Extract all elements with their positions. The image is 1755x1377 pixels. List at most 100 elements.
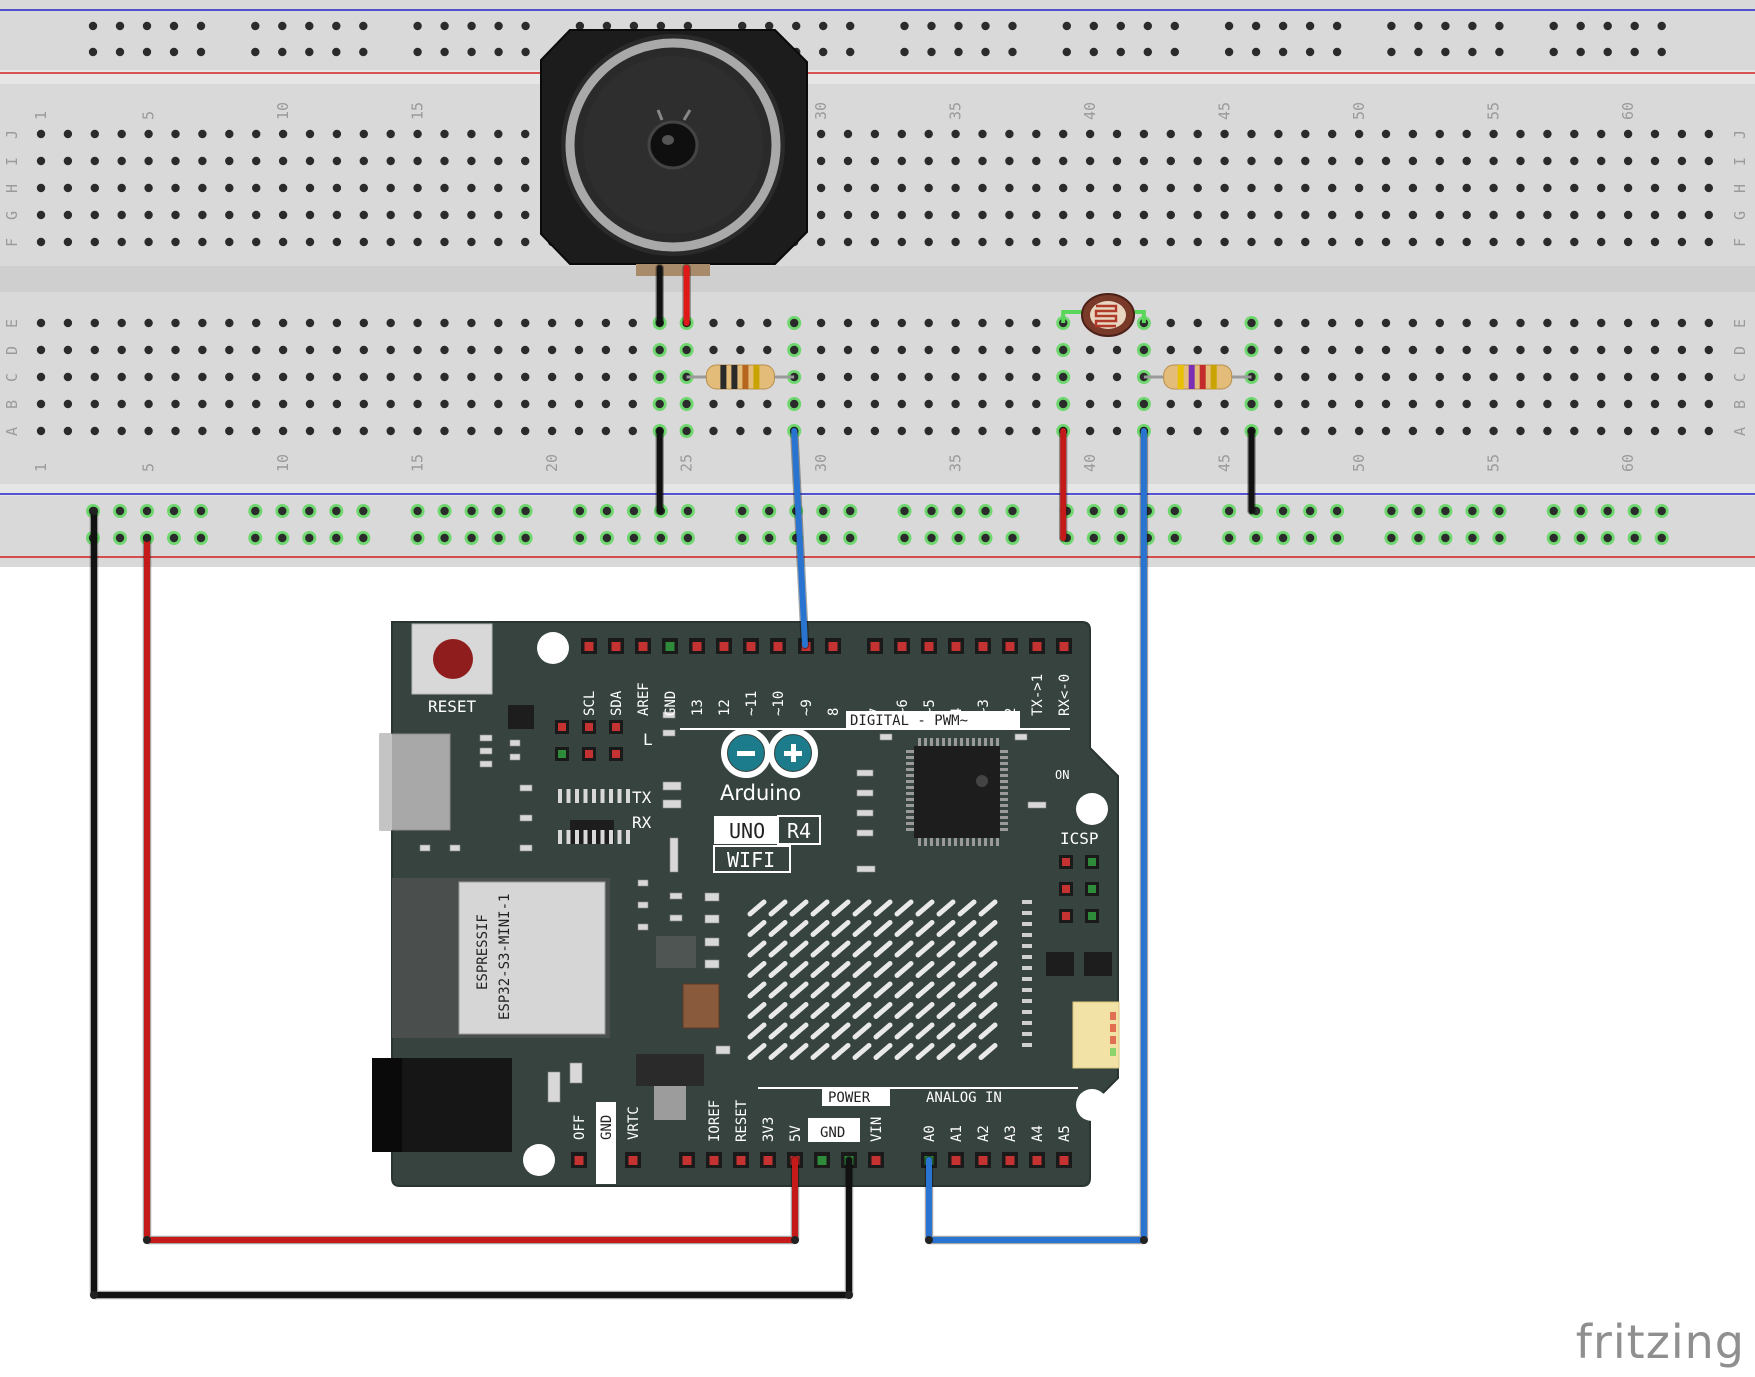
breadboard-hole[interactable] xyxy=(1193,210,1202,220)
breadboard-hole[interactable] xyxy=(1543,210,1552,220)
breadboard-hole[interactable] xyxy=(332,129,342,139)
breadboard-hole[interactable] xyxy=(332,237,342,247)
breadboard-hole[interactable] xyxy=(36,426,46,436)
rail-hole[interactable] xyxy=(169,47,179,57)
breadboard-hole[interactable] xyxy=(1623,156,1633,166)
breadboard-hole[interactable] xyxy=(278,156,288,166)
breadboard-hole[interactable] xyxy=(1489,345,1498,355)
breadboard-hole[interactable] xyxy=(494,156,503,166)
rail-hole[interactable] xyxy=(1224,21,1234,31)
rail-hole[interactable] xyxy=(927,21,936,31)
rail-hole[interactable] xyxy=(278,533,287,543)
breadboard-hole[interactable] xyxy=(1005,183,1014,193)
rail-hole[interactable] xyxy=(1495,506,1504,516)
breadboard-hole[interactable] xyxy=(63,237,73,247)
breadboard-hole[interactable] xyxy=(1381,399,1391,409)
breadboard-hole[interactable] xyxy=(897,156,906,166)
breadboard-hole[interactable] xyxy=(1032,345,1041,355)
rail-hole[interactable] xyxy=(1143,21,1153,31)
breadboard-hole[interactable] xyxy=(1489,426,1498,436)
breadboard-hole[interactable] xyxy=(1489,129,1498,139)
rail-hole[interactable] xyxy=(169,506,179,516)
breadboard-hole[interactable] xyxy=(1247,318,1256,328)
breadboard-hole[interactable] xyxy=(1543,426,1552,436)
breadboard-hole[interactable] xyxy=(494,237,503,247)
breadboard-hole[interactable] xyxy=(1247,183,1256,193)
breadboard-hole[interactable] xyxy=(1623,210,1633,220)
breadboard-hole[interactable] xyxy=(1059,237,1068,247)
rail-hole[interactable] xyxy=(1278,533,1288,543)
breadboard-hole[interactable] xyxy=(951,345,960,355)
rail-hole[interactable] xyxy=(521,533,530,543)
breadboard-hole[interactable] xyxy=(736,318,745,328)
breadboard-hole[interactable] xyxy=(117,345,126,355)
breadboard-hole[interactable] xyxy=(1650,426,1660,436)
breadboard-hole[interactable] xyxy=(870,237,880,247)
breadboard-hole[interactable] xyxy=(1570,318,1579,328)
breadboard-hole[interactable] xyxy=(144,318,153,328)
gnd-supply-wire[interactable] xyxy=(91,508,852,1298)
rail-hole[interactable] xyxy=(440,506,449,516)
breadboard-hole[interactable] xyxy=(63,318,73,328)
breadboard-hole[interactable] xyxy=(1704,210,1714,220)
rail-hole[interactable] xyxy=(765,506,774,516)
5v-supply-wire[interactable] xyxy=(144,535,798,1243)
breadboard-hole[interactable] xyxy=(225,183,234,193)
breadboard-hole[interactable] xyxy=(1112,399,1122,409)
breadboard-hole[interactable] xyxy=(1435,210,1445,220)
breadboard-hole[interactable] xyxy=(843,183,853,193)
breadboard-hole[interactable] xyxy=(278,237,288,247)
rail-hole[interactable] xyxy=(819,506,828,516)
breadboard-hole[interactable] xyxy=(1220,156,1229,166)
resistor-2[interactable] xyxy=(1143,364,1252,390)
rail-hole[interactable] xyxy=(359,506,368,516)
breadboard-hole[interactable] xyxy=(386,345,395,355)
breadboard-hole[interactable] xyxy=(1112,426,1122,436)
breadboard-hole[interactable] xyxy=(198,372,207,382)
breadboard-hole[interactable] xyxy=(467,237,476,247)
breadboard-hole[interactable] xyxy=(278,426,288,436)
breadboard-hole[interactable] xyxy=(1005,426,1014,436)
breadboard-hole[interactable] xyxy=(816,345,826,355)
breadboard-hole[interactable] xyxy=(1381,129,1391,139)
rail-hole[interactable] xyxy=(954,47,963,57)
rail-hole[interactable] xyxy=(196,506,206,516)
breadboard-hole[interactable] xyxy=(90,210,100,220)
rail-hole[interactable] xyxy=(1008,21,1017,31)
breadboard-hole[interactable] xyxy=(1597,372,1606,382)
rail-hole[interactable] xyxy=(359,533,368,543)
rail-hole[interactable] xyxy=(1387,533,1396,543)
breadboard-hole[interactable] xyxy=(171,399,180,409)
rail-hole[interactable] xyxy=(1116,506,1126,516)
breadboard-hole[interactable] xyxy=(1543,183,1552,193)
breadboard-hole[interactable] xyxy=(1408,345,1418,355)
breadboard-hole[interactable] xyxy=(359,399,368,409)
breadboard-hole[interactable] xyxy=(1085,129,1095,139)
rail-hole[interactable] xyxy=(115,21,125,31)
breadboard-hole[interactable] xyxy=(924,345,933,355)
rail-hole[interactable] xyxy=(1170,533,1180,543)
breadboard-hole[interactable] xyxy=(1408,210,1418,220)
breadboard-hole[interactable] xyxy=(90,426,100,436)
breadboard-hole[interactable] xyxy=(924,183,933,193)
speaker[interactable] xyxy=(540,29,808,276)
breadboard-hole[interactable] xyxy=(521,237,530,247)
breadboard-hole[interactable] xyxy=(521,183,530,193)
breadboard-hole[interactable] xyxy=(1650,345,1660,355)
rail-hole[interactable] xyxy=(1576,506,1585,516)
rail-hole[interactable] xyxy=(738,533,747,543)
breadboard-hole[interactable] xyxy=(494,183,503,193)
breadboard-hole[interactable] xyxy=(843,426,853,436)
breadboard-hole[interactable] xyxy=(63,399,73,409)
breadboard-hole[interactable] xyxy=(521,156,530,166)
rail-hole[interactable] xyxy=(1549,506,1558,516)
breadboard-hole[interactable] xyxy=(709,426,718,436)
breadboard-hole[interactable] xyxy=(171,318,180,328)
rail-hole[interactable] xyxy=(927,47,936,57)
rail-hole[interactable] xyxy=(954,506,963,516)
breadboard-hole[interactable] xyxy=(763,426,772,436)
breadboard-hole[interactable] xyxy=(225,318,234,328)
rail-hole[interactable] xyxy=(1468,21,1477,31)
breadboard-hole[interactable] xyxy=(90,237,100,247)
breadboard-hole[interactable] xyxy=(1462,183,1471,193)
